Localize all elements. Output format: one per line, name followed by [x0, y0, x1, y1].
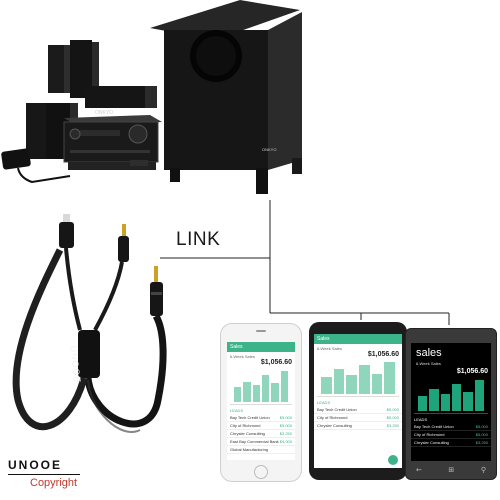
list-item: East Bay Commercial Bank$4,000	[227, 438, 295, 446]
iphone-bar-chart	[230, 366, 292, 405]
chart-bar	[440, 394, 450, 411]
chart-bar	[234, 386, 242, 402]
lead-name: Bay Tech Credit Union	[414, 424, 454, 429]
lead-name: Global Manufacturing	[230, 447, 269, 452]
list-item: Bay Tech Credit Union $5,000	[411, 423, 491, 431]
nokia-bar-chart	[414, 375, 488, 414]
iphone-app-header: Sales	[227, 342, 295, 352]
chart-bar	[418, 395, 428, 411]
chart-bar	[346, 375, 358, 394]
search-icon: ⚲	[480, 466, 486, 474]
iphone-sales-amount: $1,056.60	[260, 359, 292, 366]
speaker-left-rear	[48, 45, 70, 93]
lead-value: $5,000	[386, 415, 399, 420]
subwoofer	[150, 0, 302, 194]
logo-wordmark: UNOOE	[8, 458, 63, 472]
lead-name: Chrysler Consulting	[230, 431, 265, 436]
chart-bar	[359, 365, 370, 394]
list-item: Chrysler Consulting $3,250	[227, 430, 295, 438]
iphone-home-button	[254, 465, 268, 479]
lead-name: Chrysler Consulting	[317, 423, 352, 428]
y-splitter-cable	[12, 214, 167, 433]
list-item: Chrysler Consulting $3,250	[411, 439, 491, 447]
android-leads-label: LEADS	[317, 400, 331, 405]
nokia-device: sales 6-Week Sales $1,056.60 LEADS Bay T…	[405, 328, 497, 480]
lead-value: $5,000	[386, 407, 399, 412]
android-subtitle: 6-Week Sales	[317, 346, 342, 351]
iphone-device: Sales 6-Week Sales $1,056.60 LEADS Bay T…	[220, 323, 302, 482]
chart-bar	[333, 368, 345, 394]
chart-bar	[261, 374, 270, 402]
windows-icon: ⊞	[448, 466, 455, 474]
chart-bar	[463, 392, 473, 411]
brand-logo: UNOOE Copyright	[4, 458, 84, 498]
lead-name: Bay Tech Credit Union	[230, 415, 270, 420]
lead-name: City of Richmond	[317, 415, 348, 420]
copyright-text: Copyright	[30, 477, 78, 489]
speaker-center	[85, 86, 157, 108]
lead-value: $5,000	[279, 423, 292, 428]
subwoofer-brand-text: ONKYO	[262, 147, 277, 152]
lead-value: $3,250	[279, 431, 292, 436]
list-item: City of Richmond $5,000	[411, 431, 491, 439]
copyright-underline	[8, 474, 80, 475]
list-item: Chrysler Consulting $3,250	[314, 422, 402, 430]
list-item: Global Manufacturing	[227, 446, 295, 454]
list-item: City of Richmond $5,000	[314, 414, 402, 422]
nokia-screen: sales 6-Week Sales $1,056.60 LEADS Bay T…	[411, 343, 491, 461]
chart-bar	[474, 380, 484, 411]
list-item: Bay Tech Credit Union $5,000	[227, 414, 295, 422]
iphone-subtitle: 6-Week Sales	[230, 354, 255, 359]
speaker-left-front	[70, 40, 99, 98]
lead-value: $5,000	[475, 432, 488, 437]
chart-bar	[451, 383, 462, 411]
nokia-nav-buttons: ← ⊞ ⚲	[416, 466, 486, 474]
chart-bar	[252, 385, 260, 402]
lead-value: $3,250	[386, 423, 399, 428]
chart-bar	[271, 383, 279, 402]
list-item: Bay Tech Credit Union $5,000	[314, 406, 402, 414]
link-label: LINK	[176, 229, 221, 250]
chart-bar	[371, 373, 383, 394]
lead-value: $4,000	[279, 439, 292, 444]
chart-bar	[243, 381, 251, 402]
chart-bar	[429, 388, 439, 411]
lead-name: City of Richmond	[414, 432, 445, 437]
nokia-leads-label: LEADS	[414, 417, 428, 422]
back-icon: ←	[416, 466, 422, 474]
nokia-subtitle: 6-Week Sales	[416, 361, 441, 366]
lead-name: Bay Tech Credit Union	[317, 407, 357, 412]
list-item: City of Richmond $5,000	[227, 422, 295, 430]
android-add-fab	[388, 455, 398, 465]
lead-name: East Bay Commercial Bank	[230, 439, 279, 444]
lead-name: Chrysler Consulting	[414, 440, 449, 445]
nokia-app-title: sales	[416, 347, 442, 359]
receiver-brand-text: ONKYO	[95, 110, 114, 116]
android-device: Sales 6-Week Sales $1,056.60 LEADS Bay T…	[309, 322, 407, 480]
iphone-leads-label: LEADS	[230, 408, 244, 413]
android-screen: Sales 6-Week Sales $1,056.60 LEADS Bay T…	[314, 334, 402, 468]
chart-bar	[280, 371, 288, 402]
nokia-sales-amount: $1,056.60	[456, 368, 488, 375]
docked-phone	[1, 148, 71, 184]
lead-value: $3,250	[475, 440, 488, 445]
android-sales-amount: $1,056.60	[367, 351, 399, 358]
android-bar-chart	[317, 358, 399, 397]
lead-name: City of Richmond	[230, 423, 261, 428]
lead-value: $5,000	[475, 424, 488, 429]
av-receiver	[63, 115, 162, 170]
link-connector-lines	[160, 200, 450, 325]
chart-bar	[384, 361, 396, 394]
chart-bar	[321, 377, 332, 394]
android-app-header: Sales	[314, 334, 402, 344]
lead-value: $5,000	[279, 415, 292, 420]
iphone-screen: Sales 6-Week Sales $1,056.60 LEADS Bay T…	[227, 342, 295, 460]
